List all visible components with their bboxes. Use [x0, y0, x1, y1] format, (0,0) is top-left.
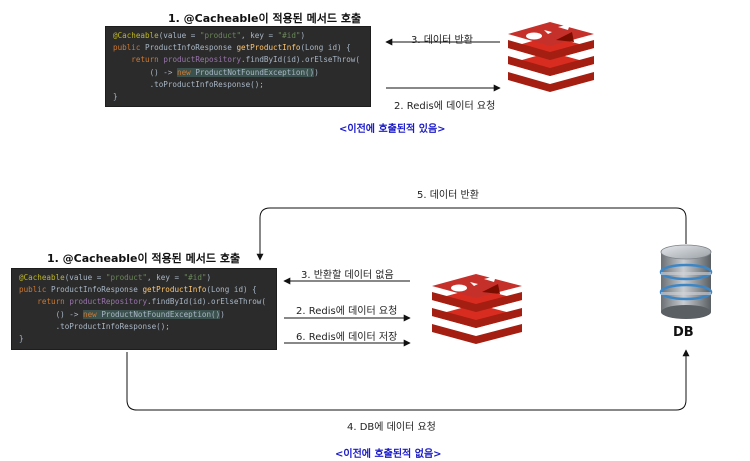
top-arrow-return-label: 3. 데이터 반환 [411, 35, 473, 46]
bottom-arrow-request-label: 2. Redis에 데이터 요청 [296, 306, 398, 317]
bottom-arrow-db-return [256, 207, 687, 261]
bottom-arrow-store-label: 6. Redis에 데이터 저장 [296, 332, 398, 343]
top-caption: <이전에 호출된적 있음> [339, 124, 446, 135]
bottom-code-block: @Cacheable(value = "product", key = "#id… [11, 268, 277, 350]
top-code-block: @Cacheable(value = "product", key = "#id… [105, 26, 371, 107]
redis-logo-icon [432, 274, 522, 344]
database-icon [659, 244, 713, 319]
top-arrow-request-label: 2. Redis에 데이터 요청 [394, 101, 496, 112]
top-title: 1. @Cacheable이 적용된 메서드 호출 [168, 12, 362, 25]
bottom-arrow-db-request [126, 349, 690, 411]
bottom-arrow-db-request-label: 4. DB에 데이터 요청 [347, 422, 436, 433]
redis-logo-icon [508, 22, 594, 92]
bottom-arrow-db-return-label: 5. 데이터 반환 [417, 190, 479, 201]
bottom-caption: <이전에 호출된적 없음> [335, 449, 442, 460]
db-label: DB [673, 325, 694, 340]
bottom-title: 1. @Cacheable이 적용된 메서드 호출 [47, 252, 241, 265]
bottom-arrow-no-data-label: 3. 반환할 데이터 없음 [301, 270, 394, 281]
